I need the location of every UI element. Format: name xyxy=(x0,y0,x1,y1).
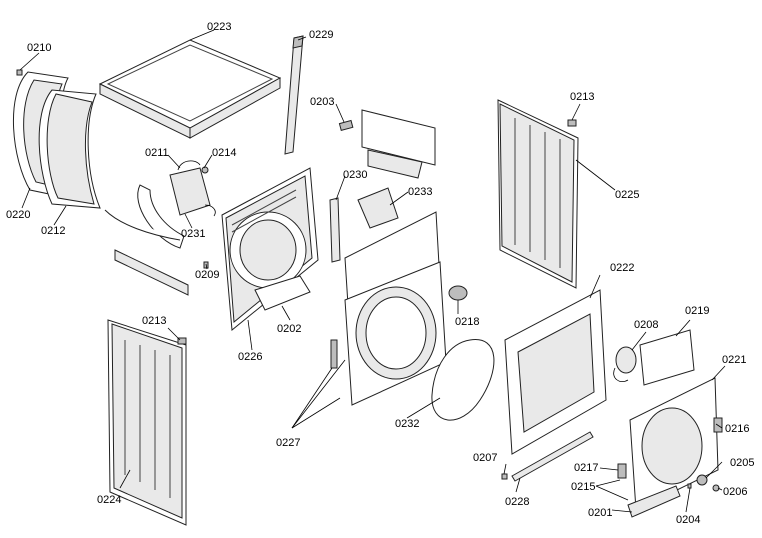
label-0228: 0228 xyxy=(505,496,530,508)
label-0230: 0230 xyxy=(343,169,368,181)
label-0214: 0214 xyxy=(212,147,237,159)
label-0233: 0233 xyxy=(408,186,433,198)
part-door-frame xyxy=(617,377,723,518)
label-0206: 0206 xyxy=(723,486,748,498)
label-0211: 0211 xyxy=(145,147,169,159)
label-0205: 0205 xyxy=(730,457,755,469)
label-0218: 0218 xyxy=(455,316,480,328)
part-vertical-strip xyxy=(284,35,304,155)
label-0231: 0231 xyxy=(181,228,206,240)
part-small-fitting xyxy=(448,285,468,301)
label-0216: 0216 xyxy=(725,423,750,435)
label-0215: 0215 xyxy=(571,481,596,493)
part-side-panel-right xyxy=(497,99,579,289)
leader-lines xyxy=(19,29,726,513)
label-0222: 0222 xyxy=(610,262,635,274)
label-0207: 0207 xyxy=(473,452,498,464)
label-0212: 0212 xyxy=(41,225,66,237)
part-top-cover xyxy=(98,39,282,139)
label-0213-top: 0213 xyxy=(570,91,595,103)
part-rear-gaskets xyxy=(13,69,101,209)
label-0229: 0229 xyxy=(309,29,334,41)
label-0201: 0201 xyxy=(588,507,613,519)
part-heater-assembly xyxy=(104,160,216,296)
part-front-panel xyxy=(504,289,607,455)
label-0223: 0223 xyxy=(207,21,232,33)
label-0219: 0219 xyxy=(685,305,710,317)
label-0204: 0204 xyxy=(676,514,701,526)
label-0209: 0209 xyxy=(195,269,220,281)
label-0202: 0202 xyxy=(277,323,302,335)
label-0203: 0203 xyxy=(310,96,335,108)
label-0221: 0221 xyxy=(722,354,747,366)
label-0226: 0226 xyxy=(238,351,263,363)
label-0224: 0224 xyxy=(97,494,122,506)
label-0208: 0208 xyxy=(634,319,659,331)
part-front-frame xyxy=(330,211,447,406)
label-0217: 0217 xyxy=(574,462,599,474)
part-door-seal xyxy=(431,339,495,421)
label-0227: 0227 xyxy=(276,437,301,449)
part-rear-panel xyxy=(221,167,319,331)
label-0213-bottom: 0213 xyxy=(142,315,167,327)
label-0220: 0220 xyxy=(6,209,31,221)
label-0210: 0210 xyxy=(27,42,52,54)
label-0225: 0225 xyxy=(615,189,640,201)
label-0232: 0232 xyxy=(395,418,420,430)
part-base-bar xyxy=(501,431,594,482)
part-control-components xyxy=(329,109,436,263)
part-door-lock-parts xyxy=(613,329,695,386)
